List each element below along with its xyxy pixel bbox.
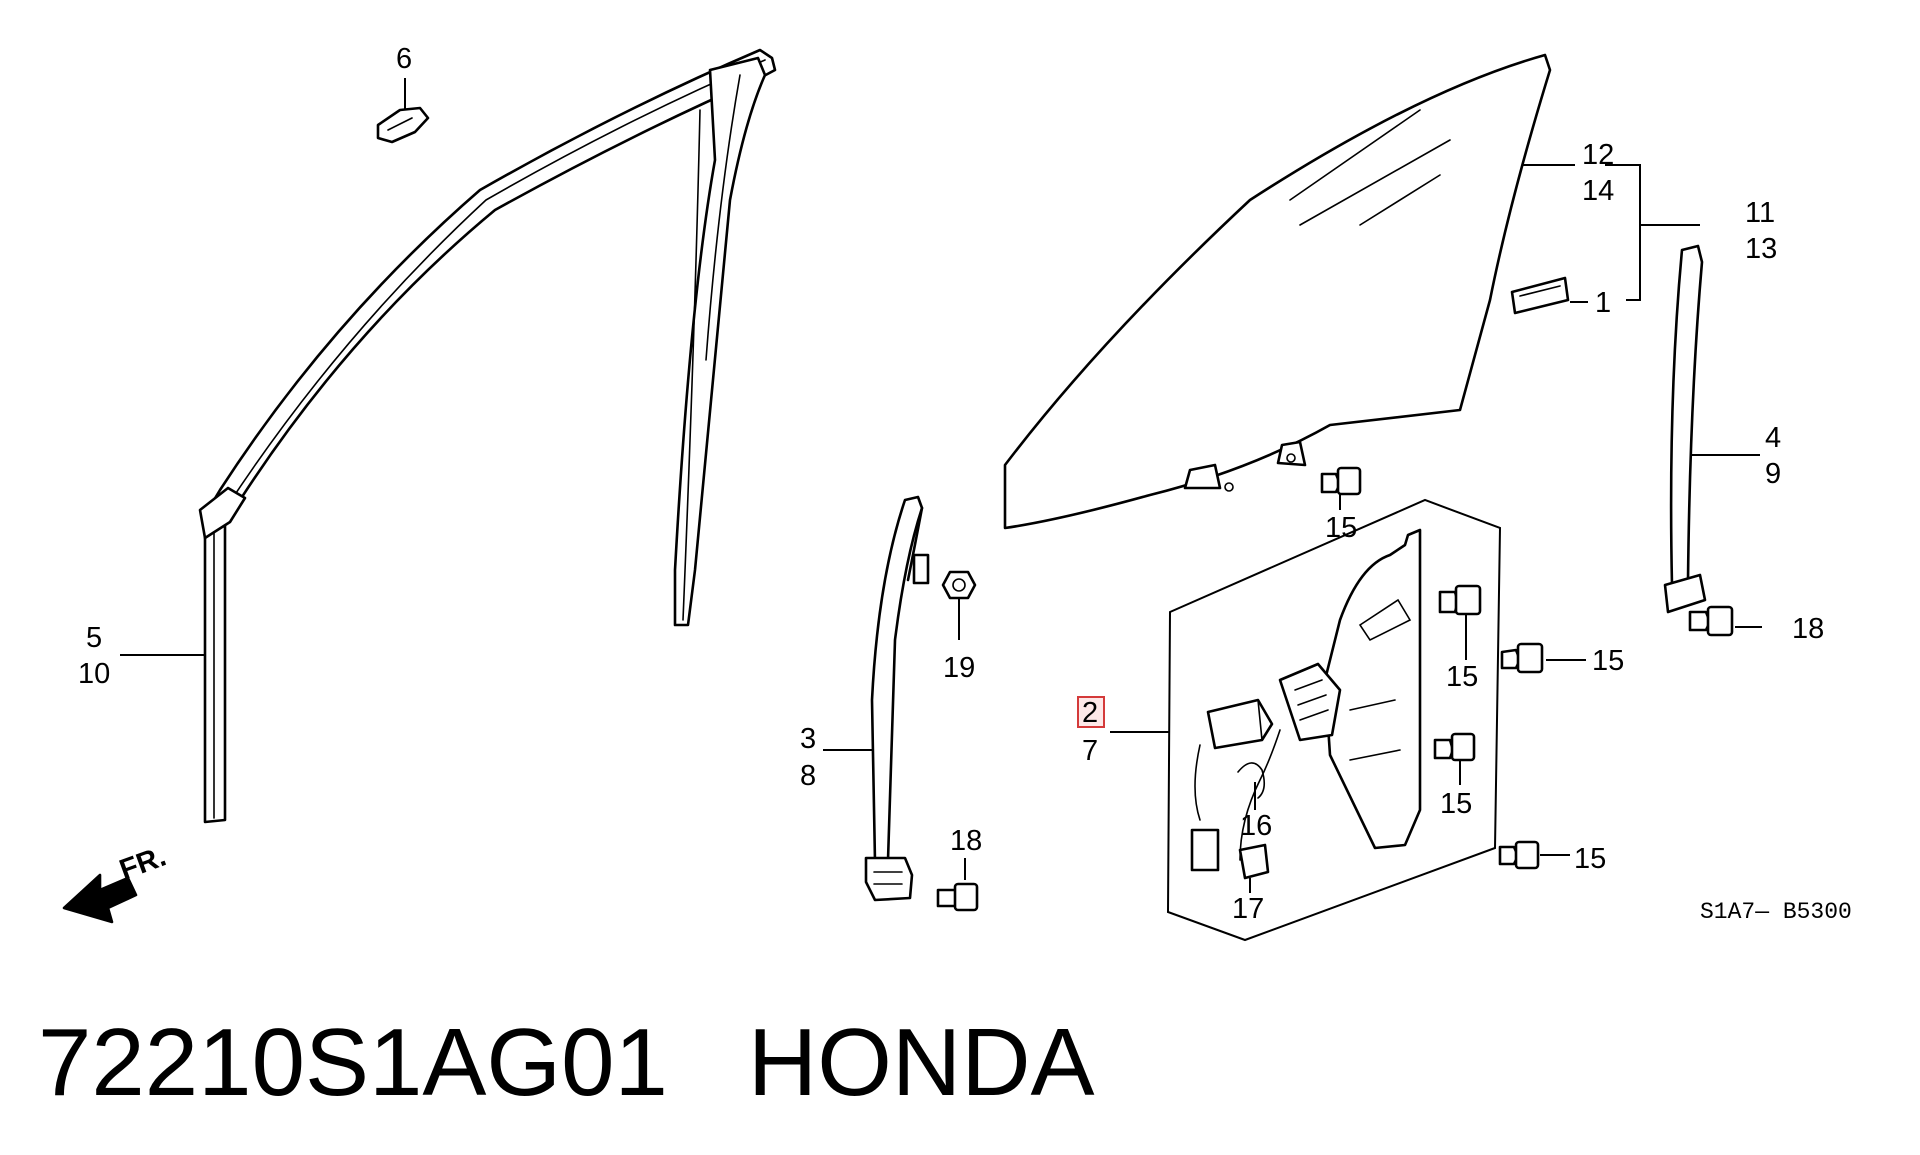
bolt-part-15-right-b xyxy=(1500,642,1586,674)
bolt-part-18-right xyxy=(1688,605,1762,637)
door-glass xyxy=(1003,53,1552,530)
callout-6: 6 xyxy=(396,43,412,75)
callout-17: 17 xyxy=(1232,893,1264,925)
callout-15-d: 15 xyxy=(1440,788,1472,820)
callout-2: 2 xyxy=(1082,697,1098,729)
fr-label: FR. xyxy=(115,841,170,887)
callout-16: 16 xyxy=(1240,810,1272,842)
glass-spacer-part-1 xyxy=(1510,276,1588,315)
clip-part-6 xyxy=(376,78,430,144)
callout-12: 12 xyxy=(1582,139,1614,171)
callout-19: 19 xyxy=(943,652,975,684)
callout-labels: 6 5 10 3 8 19 18 2 7 15 12 14 11 13 1 4 … xyxy=(78,43,1852,925)
bolt-part-15-upper xyxy=(1320,466,1362,510)
callout-15-e: 15 xyxy=(1574,843,1606,875)
callout-8: 8 xyxy=(800,760,816,792)
nut-part-19 xyxy=(941,570,977,640)
bolt-part-15-right-c xyxy=(1433,732,1476,785)
run-channel-part-3 xyxy=(823,495,930,902)
callout-11: 11 xyxy=(1745,197,1775,229)
callout-15-b: 15 xyxy=(1446,661,1478,693)
diagram-code: S1A7— B5300 xyxy=(1700,899,1852,925)
callout-13: 13 xyxy=(1745,233,1777,265)
callout-14: 14 xyxy=(1582,175,1614,207)
run-channel-part-4 xyxy=(1663,244,1760,614)
highlight-box xyxy=(1077,696,1105,728)
callout-3: 3 xyxy=(800,723,816,755)
callout-1: 1 xyxy=(1595,287,1611,319)
callout-bracket xyxy=(1522,164,1700,301)
callout-18-lower: 18 xyxy=(950,825,982,857)
callout-10: 10 xyxy=(78,658,110,690)
callout-5: 5 xyxy=(86,622,102,654)
callout-7: 7 xyxy=(1082,735,1098,767)
regulator-assembly-box xyxy=(1110,498,1502,942)
callout-15-c: 15 xyxy=(1592,645,1624,677)
bolt-part-15-right-d xyxy=(1498,840,1570,870)
part-number: 72210S1AG01 xyxy=(38,1009,668,1116)
front-direction-arrow: FR. xyxy=(62,841,170,924)
callout-9: 9 xyxy=(1765,458,1781,490)
callout-15-a: 15 xyxy=(1325,512,1357,544)
front-door-run-channel xyxy=(198,48,777,824)
bolt-part-18-lower xyxy=(936,858,979,912)
callout-18-right: 18 xyxy=(1792,613,1824,645)
bolt-part-15-right-a xyxy=(1438,584,1482,660)
callout-4: 4 xyxy=(1765,422,1781,454)
brand-name: HONDA xyxy=(747,1009,1095,1116)
